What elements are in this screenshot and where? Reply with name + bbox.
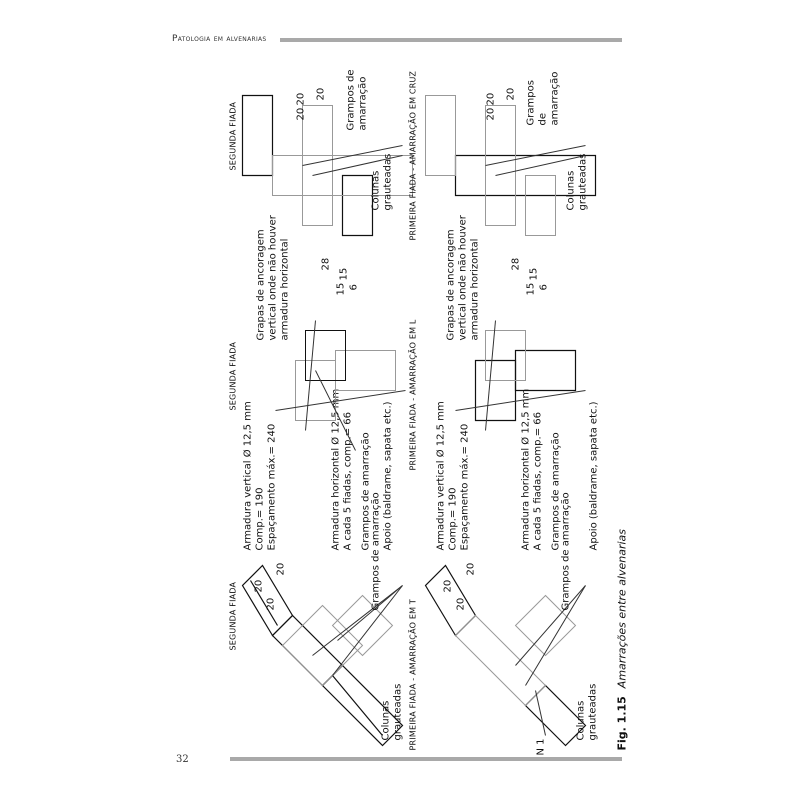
anchor-dim: 28 [510, 257, 521, 270]
t-first-dim: 20 [465, 562, 476, 575]
cross-first-dim: 20 [505, 87, 516, 100]
anchor-dim: 15 [338, 267, 349, 280]
anchor-dim: 15 [525, 282, 536, 295]
cross-second-dim: 20 [295, 92, 306, 105]
t-second-drawing [241, 564, 403, 746]
t-first-label: PRIMEIRA FIADA - AMARRAÇÃO EM T [408, 598, 417, 750]
anchor-dim: 15 [528, 267, 539, 280]
anchor-dim: 28 [320, 257, 331, 270]
n1-label: N 1 [535, 737, 546, 755]
l-second-label: SEGUNDA FIADA [228, 341, 237, 410]
figure-caption-text: Amarrações entre alvenarias [615, 528, 628, 688]
figure-number: Fig. 1.15 [615, 695, 628, 750]
figure-rotated: SEGUNDA FIADA 20 20 20 Grampos de amarra… [220, 69, 630, 755]
cross-second-dim: 20 [295, 107, 306, 120]
cross-second-drawing [241, 94, 413, 236]
anchor-dim: 15 [335, 282, 346, 295]
page-number: 32 [176, 754, 189, 765]
l-first-label: PRIMEIRA FIADA - AMARRAÇÃO EM L [408, 318, 417, 470]
t-second-dim: 20 [275, 562, 286, 575]
cross-second-dim: 20 [315, 87, 326, 100]
t-second-dim: 20 [253, 579, 264, 592]
anchor-dim: 6 [538, 283, 549, 290]
anchor-dim: 6 [348, 283, 359, 290]
t-first-dim: 20 [442, 579, 453, 592]
cross-second-label: SEGUNDA FIADA [228, 101, 237, 170]
support-note: Apoio (baldrame, sapata etc.) [588, 400, 599, 550]
t-second-label: SEGUNDA FIADA [228, 581, 237, 650]
t-second-dim: 20 [265, 597, 276, 610]
clamps-note: Grampos de amarração [550, 431, 561, 550]
clamps-note: Grampos de amarração [360, 431, 371, 550]
cross-first-label: PRIMEIRA FIADA - AMARRAÇÃO EM CRUZ [408, 70, 417, 240]
running-title: Patologia em alvenarias [172, 34, 267, 44]
footer-rule [230, 757, 622, 761]
l-second-drawing [274, 319, 406, 451]
cross-first-dim: 20 [485, 92, 496, 105]
figure-caption: Fig. 1.15 Amarrações entre alvenarias [615, 528, 628, 750]
l-first-drawing [454, 319, 586, 431]
header-rule [280, 38, 622, 42]
t-first-dim: 20 [455, 597, 466, 610]
cross-first-drawing [424, 94, 596, 236]
t-first-drawing [424, 564, 586, 746]
cross-first-dim: 20 [485, 107, 496, 120]
